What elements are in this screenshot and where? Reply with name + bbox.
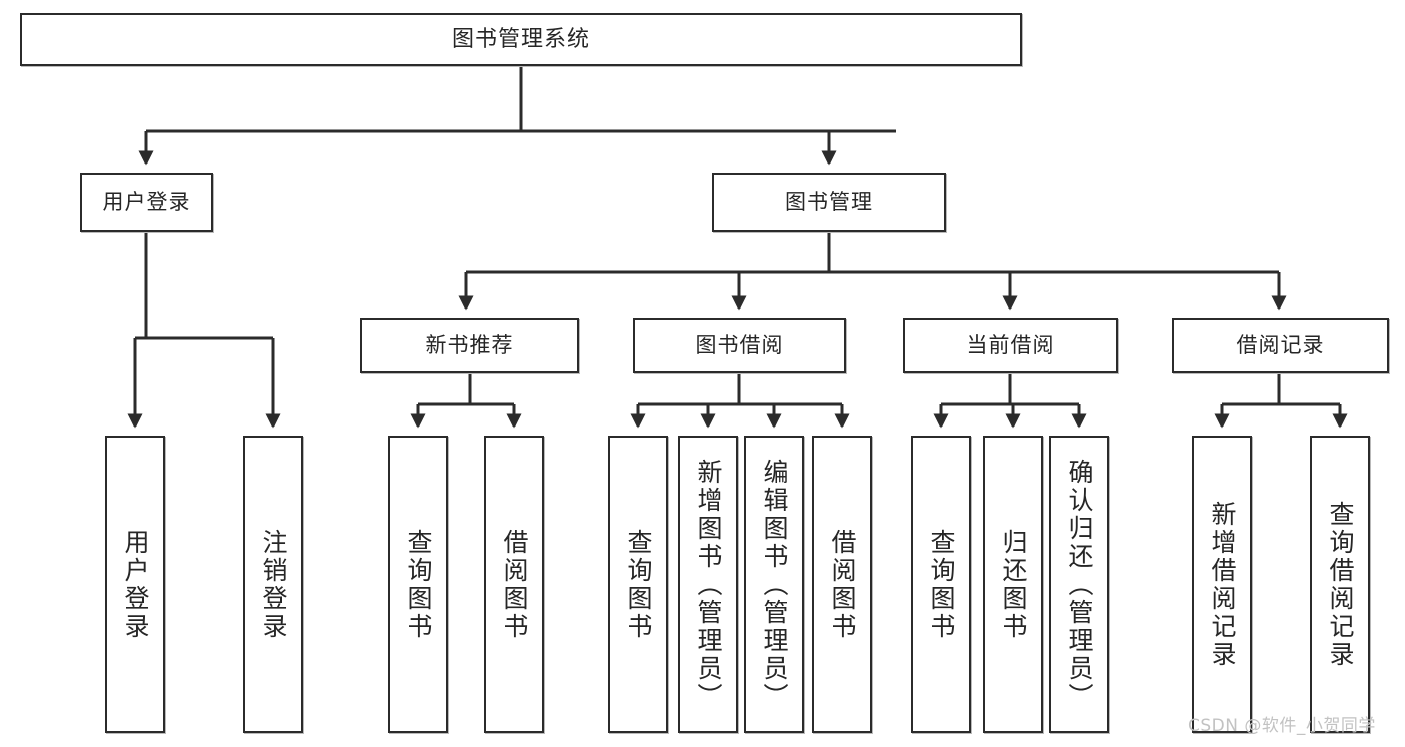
node-label: 新增图书（管理员） — [694, 458, 723, 711]
node-label: 查询图书 — [927, 528, 956, 641]
leaf-borrow-books-borrowing[interactable]: 借阅图书 — [812, 436, 872, 733]
node-label: 图书管理系统 — [451, 26, 590, 52]
node-label: 新书推荐 — [425, 333, 514, 358]
node-borrowing-record[interactable]: 借阅记录 — [1172, 318, 1389, 373]
node-book-borrowing[interactable]: 图书借阅 — [633, 318, 846, 373]
leaf-edit-book-admin[interactable]: 编辑图书（管理员） — [744, 436, 804, 733]
node-new-book-recommendation[interactable]: 新书推荐 — [360, 318, 579, 373]
leaf-query-books-current[interactable]: 查询图书 — [911, 436, 971, 733]
csdn-watermark: CSDN @软件_小贺同学 — [1188, 716, 1376, 736]
node-book-management[interactable]: 图书管理 — [712, 173, 946, 232]
leaf-query-books-borrowing[interactable]: 查询图书 — [608, 436, 668, 733]
leaf-borrow-books-new-recommendation[interactable]: 借阅图书 — [484, 436, 544, 733]
leaf-query-books-new-recommendation[interactable]: 查询图书 — [388, 436, 448, 733]
node-label: 确认归还（管理员） — [1065, 458, 1094, 711]
leaf-add-borrowing-record[interactable]: 新增借阅记录 — [1192, 436, 1252, 733]
node-current-borrowing[interactable]: 当前借阅 — [903, 318, 1118, 373]
node-label: 用户登录 — [121, 528, 150, 641]
leaf-add-book-admin[interactable]: 新增图书（管理员） — [678, 436, 738, 733]
leaf-user-login[interactable]: 用户登录 — [105, 436, 165, 733]
node-user-login[interactable]: 用户登录 — [80, 173, 213, 232]
node-label: 归还图书 — [999, 528, 1028, 641]
node-label: 查询图书 — [404, 528, 433, 641]
node-label: 借阅图书 — [500, 528, 529, 641]
node-label: 图书借阅 — [695, 333, 784, 358]
node-book-management-system[interactable]: 图书管理系统 — [20, 13, 1022, 66]
node-label: 用户登录 — [102, 190, 191, 215]
node-label: 编辑图书（管理员） — [760, 458, 789, 711]
node-label: 查询借阅记录 — [1326, 500, 1355, 669]
node-label: 当前借阅 — [966, 333, 1055, 358]
node-label: 借阅记录 — [1236, 333, 1325, 358]
leaf-user-logout[interactable]: 注销登录 — [243, 436, 303, 733]
node-label: 借阅图书 — [828, 528, 857, 641]
node-label: 新增借阅记录 — [1208, 500, 1237, 669]
node-label: 查询图书 — [624, 528, 653, 641]
leaf-query-borrowing-record[interactable]: 查询借阅记录 — [1310, 436, 1370, 733]
leaf-confirm-return-admin[interactable]: 确认归还（管理员） — [1049, 436, 1109, 733]
leaf-return-books[interactable]: 归还图书 — [983, 436, 1043, 733]
node-label: 图书管理 — [785, 190, 873, 215]
node-label: 注销登录 — [259, 528, 288, 641]
